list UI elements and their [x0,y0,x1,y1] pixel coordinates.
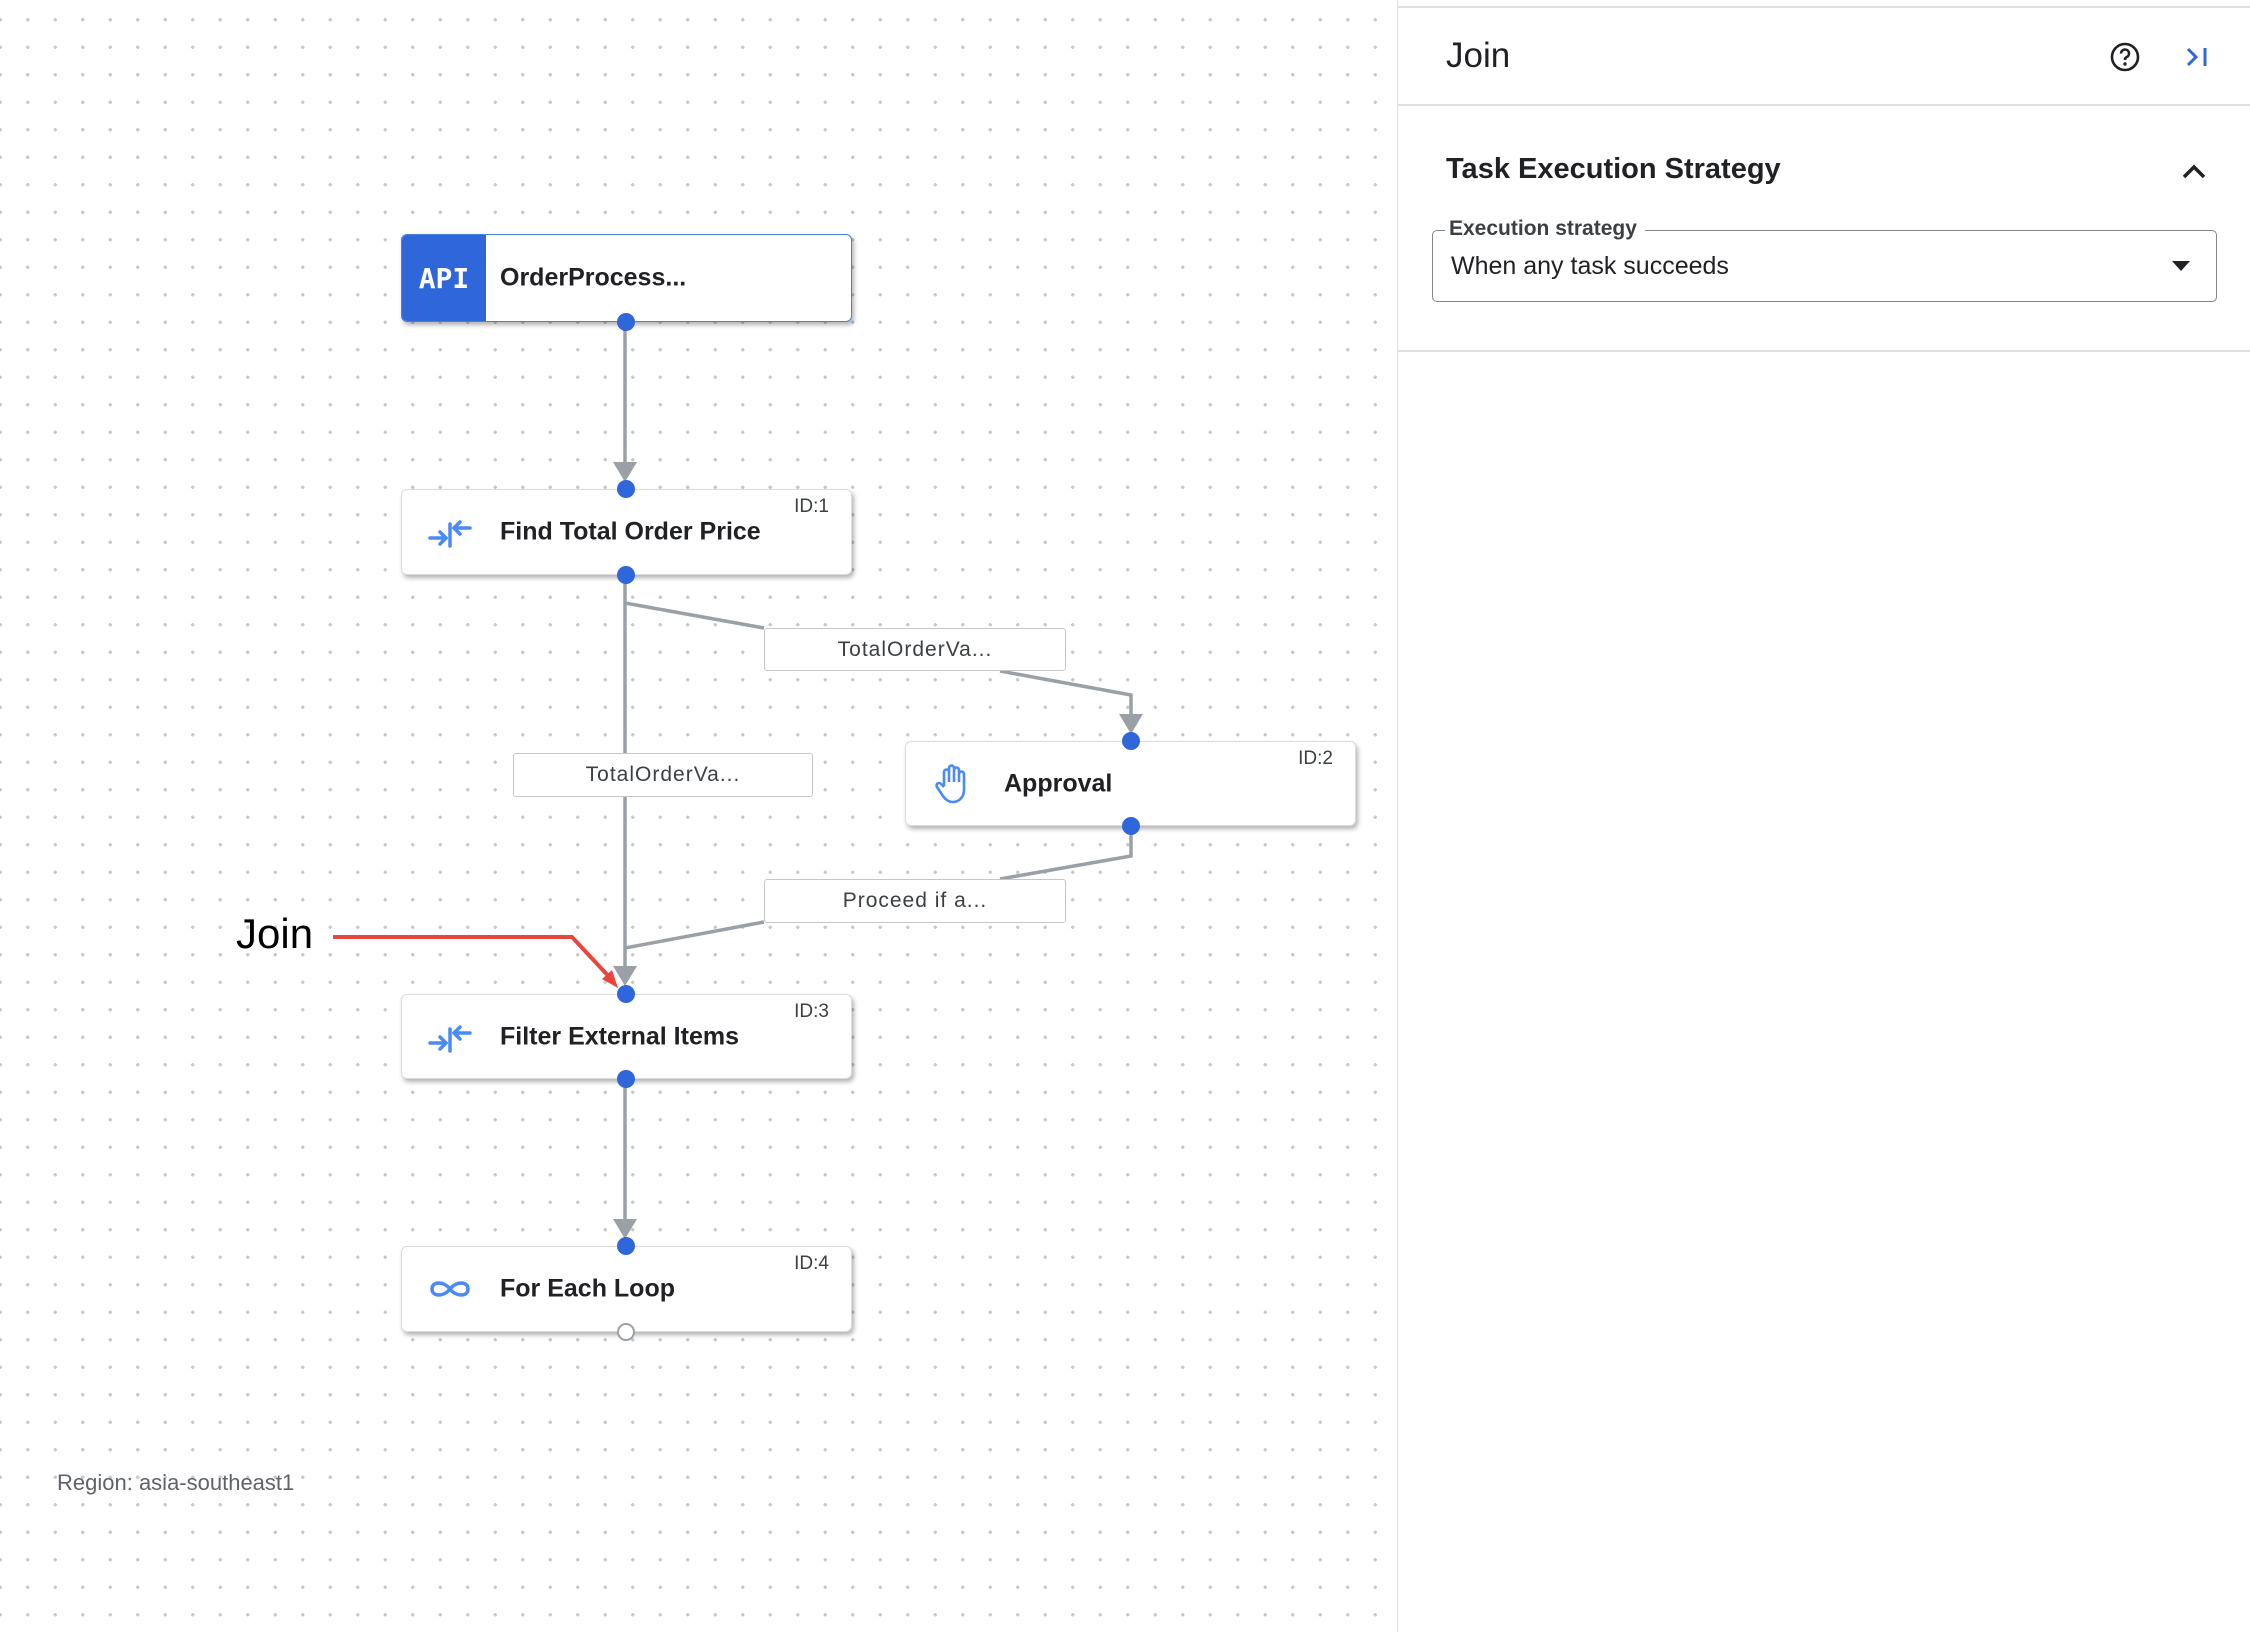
output-port[interactable] [617,313,635,331]
node-id: ID:1 [794,496,829,517]
panel-title: Join [1446,36,1511,75]
divider [1398,350,2250,352]
join-annotation: Join [236,910,314,957]
arrowhead [613,462,637,482]
region-label: Region: asia-southeast1 [57,1470,295,1495]
edge-condition-label[interactable]: TotalOrderVa... [513,753,813,797]
help-icon[interactable] [2108,40,2142,74]
node-title: Approval [1004,769,1113,797]
node-approval[interactable]: Approval ID:2 [905,741,1356,826]
node-api-trigger[interactable]: API OrderProcess... [401,234,852,322]
data-mapping-icon [428,1024,472,1053]
arrowhead [1119,714,1143,734]
input-port[interactable] [617,1237,635,1255]
node-id: ID:4 [794,1253,829,1274]
join-annotation-arrow [333,935,616,984]
input-port[interactable] [617,985,635,1003]
node-title: Filter External Items [500,1022,739,1050]
node-title: For Each Loop [500,1274,675,1303]
divider [1398,104,2250,106]
edge-2-to-3b [624,920,765,950]
output-port[interactable] [617,566,635,584]
node-find-total-order-price[interactable]: Find Total Order Price ID:1 [401,489,852,575]
edge-1-to-2 [624,601,765,630]
chevron-up-icon[interactable] [2178,155,2210,187]
output-port-empty[interactable] [617,1323,635,1341]
edge-condition-label[interactable]: TotalOrderVa... [764,628,1066,671]
output-port[interactable] [617,1070,635,1088]
arrowhead [613,966,637,986]
node-title: Find Total Order Price [500,517,761,546]
node-id: ID:2 [1298,748,1333,769]
edges [333,322,1143,1239]
data-mapping-icon [428,520,472,548]
edge-2-to-3 [999,826,1133,881]
integration-canvas[interactable]: API OrderProcess... Find Total Order Pri… [0,0,1397,1632]
collapse-panel-icon[interactable] [2180,40,2214,74]
output-port[interactable] [1122,817,1140,835]
loop-icon [430,1281,470,1297]
arrowhead [613,1219,637,1239]
edge-condition-label[interactable]: Proceed if a... [764,879,1066,923]
node-filter-external-items[interactable]: Filter External Items ID:3 [401,994,852,1079]
node-id: ID:3 [794,1001,829,1022]
section-title[interactable]: Task Execution Strategy [1446,153,1781,185]
edge-1-to-2b [999,669,1133,724]
input-port[interactable] [1122,732,1140,750]
dropdown-arrow-icon [2172,261,2190,271]
api-icon: API [402,235,486,321]
select-value: When any task succeeds [1451,252,1729,280]
select-label: Execution strategy [1445,217,1645,241]
node-title: OrderProcess... [500,263,687,292]
node-for-each-loop[interactable]: For Each Loop ID:4 [401,1246,852,1332]
join-config-panel: Join Task Execution Strategy Execution s… [1397,0,2250,1632]
input-port[interactable] [617,480,635,498]
divider [1398,6,2250,8]
hand-icon [935,763,966,803]
execution-strategy-select[interactable]: Execution strategy When any task succeed… [1432,217,2217,302]
join-annotation-arrowhead [602,970,618,988]
